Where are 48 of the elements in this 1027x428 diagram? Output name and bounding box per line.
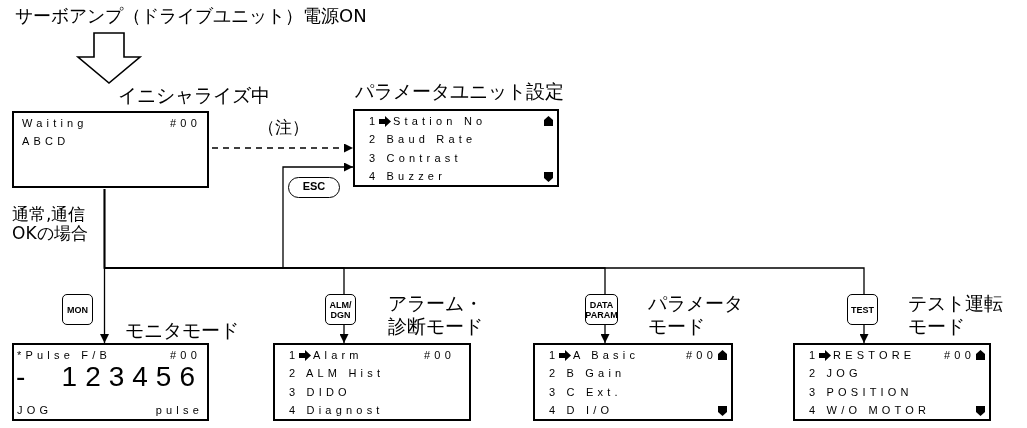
mode-heading: アラーム・診断モード — [388, 292, 484, 338]
display-text: ABCD — [22, 135, 70, 148]
display-text: 3 C Ext. — [549, 386, 622, 399]
display-text: 1 — [549, 349, 560, 362]
display-text: 3 DIDO — [289, 386, 351, 399]
display-text: #00 — [170, 117, 201, 130]
condition-note: 通常,通信OKの場合 — [12, 205, 89, 243]
display-text: 3 Contrast — [369, 152, 462, 165]
esc-key: ESC — [288, 177, 340, 198]
data-param-key: DATA PARAM — [585, 294, 618, 325]
display-text: Alarm — [313, 349, 363, 362]
dashed-arrow — [211, 143, 354, 153]
display-text: Waiting — [22, 117, 88, 130]
mode-heading: パラメータモード — [648, 292, 744, 338]
display-digits: 123456 — [61, 362, 203, 392]
display-text: 4 Diagnost — [289, 404, 384, 417]
mode-heading: モニタモード — [125, 319, 239, 342]
mode-heading: パラメータユニット設定 — [355, 80, 564, 103]
display-text: Station No — [393, 115, 487, 128]
display-text: JOG — [17, 404, 53, 417]
display-text: #00 — [170, 349, 201, 362]
display-text: 2 Baud Rate — [369, 133, 477, 146]
block-arrow — [75, 32, 143, 85]
display-text: 2 B Gain — [549, 367, 626, 380]
display-text: #00 — [944, 349, 975, 362]
heading-text: サーボアンプ（ドライブユニット）電源ON — [15, 4, 367, 27]
arrow — [103, 188, 869, 344]
mon-key: MON — [62, 294, 93, 325]
mode-heading: テスト運転モード — [908, 292, 1004, 338]
display-digits: - — [16, 362, 34, 392]
display-text: 2 ALM Hist — [289, 367, 385, 380]
display-text: 1 — [809, 349, 820, 362]
display-text: #00 — [686, 349, 717, 362]
test-key: TEST — [847, 294, 878, 325]
display-text: 2 JOG — [809, 367, 862, 380]
display-text: 1 — [289, 349, 300, 362]
display-text: 4 Buzzer — [369, 170, 446, 183]
display-text: #00 — [424, 349, 455, 362]
display-text: *Pulse F/B — [17, 349, 111, 362]
display-text: RESTORE — [833, 349, 916, 362]
display-text: 4 W/O MOTOR — [809, 404, 931, 417]
display-text: A Basic — [573, 349, 640, 362]
mode-heading: イニシャライズ中 — [118, 84, 270, 107]
alm-dgn-key: ALM/ DGN — [325, 294, 356, 325]
display-text: 3 POSITION — [809, 386, 913, 399]
display-text: 4 D I/O — [549, 404, 614, 417]
display-text: 1 — [369, 115, 380, 128]
display-text: pulse — [155, 404, 203, 417]
